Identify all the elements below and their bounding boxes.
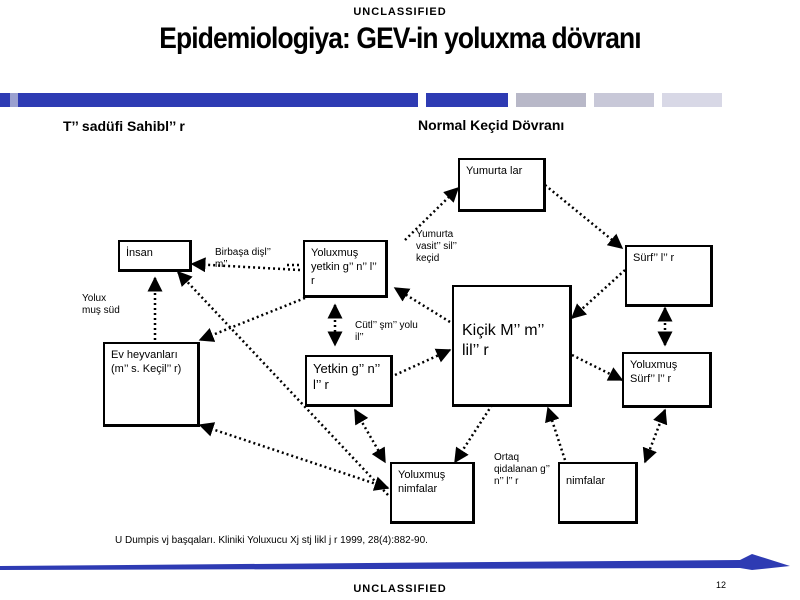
arrow-kicik-to-yoluxmus-yetkin bbox=[393, 286, 451, 324]
header-bar bbox=[0, 93, 800, 107]
arrow-yetkin-gener-to-nimfalar bbox=[353, 408, 387, 464]
arrow-yumurtalar-to-surfler bbox=[544, 184, 624, 249]
node-yetkin-gener: Yetkin g’’ n’’ l’’ r bbox=[305, 355, 393, 407]
page-number: 12 bbox=[716, 580, 727, 590]
arrow-nimfalar-to-kicik bbox=[545, 406, 567, 461]
node-yumurtalar: Yumurta lar bbox=[458, 158, 546, 212]
arrow-yoluxmus-yetkin-to-insan bbox=[190, 257, 301, 273]
node-yoluxmus-surfler: Yoluxmuş Sürf’’ l’’ r bbox=[622, 352, 712, 408]
citation: U Dumpis vj başqaları. Kliniki Yoluxucu … bbox=[115, 535, 428, 546]
node-yoluxmus-yetkin: Yoluxmuş yetkin g’’ n’’ l’’ r bbox=[303, 240, 388, 298]
arrow-kicik-to-yoluxmus-surfler bbox=[571, 353, 624, 382]
label-yoluxmus-sud: Yolux muş süd bbox=[82, 293, 120, 316]
right-heading: Normal Keçid Dövranı bbox=[418, 117, 565, 133]
arrow-surfler-to-kicik bbox=[570, 269, 626, 320]
footer-swoosh bbox=[0, 554, 790, 570]
arrow-yetkin-gener-to-kicik bbox=[394, 348, 452, 377]
label-yumurta-vasitesile: Yumurta vasit’’ sil’’ keçid bbox=[416, 229, 457, 264]
classification-bottom: UNCLASSIFIED bbox=[353, 583, 447, 595]
left-heading: T’’ sadüfi Sahibl’’ r bbox=[63, 118, 185, 134]
classification-top: UNCLASSIFIED bbox=[353, 6, 447, 18]
node-insan: İnsan bbox=[118, 240, 192, 272]
label-ortaq-qidalanan: Ortaq qidalanan g’’ n’’ l’’ r bbox=[494, 452, 550, 487]
node-ev-heyvanlari: Ev heyvanları (m’’ s. Keçil’’ r) bbox=[103, 342, 200, 427]
node-nimfalar: nimfalar bbox=[558, 462, 638, 524]
node-yoluxmus-nimfalar: Yoluxmuş nimfalar bbox=[390, 462, 475, 524]
label-birbasa: Birbaşa dişl’’ m’’ bbox=[215, 247, 271, 270]
arrow-yetkin-to-yumurtalar bbox=[404, 186, 460, 241]
slide-title: Epidemiologiya: GEV-in yoluxma dövranı bbox=[159, 22, 641, 55]
arrow-yoluxmus-yetkin-to-ev bbox=[198, 296, 306, 342]
label-cutlesme: Cütl’’ şm’’ yolu il’’ bbox=[355, 320, 418, 343]
node-surfler: Sürf’’ l’’ r bbox=[625, 245, 713, 307]
arrow-nimfalar-to-ev bbox=[198, 422, 390, 491]
arrow-kicik-to-yoluxmus-nimfalar bbox=[453, 404, 494, 464]
node-kicik-memeliler: Kiçik M’’ m’’ lil’’ r bbox=[452, 285, 572, 407]
arrow-yoluxmus-surfler-nimfalar bbox=[642, 408, 668, 464]
